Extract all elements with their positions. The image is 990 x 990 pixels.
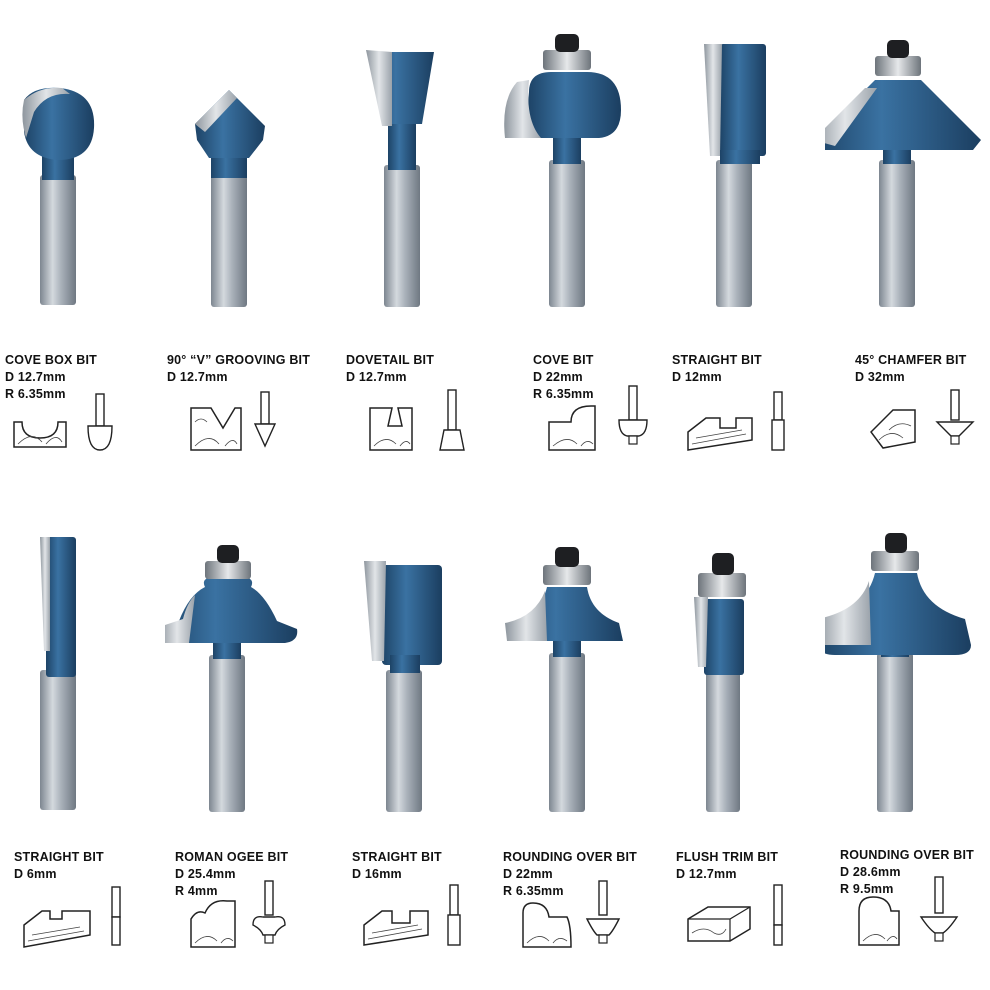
bit-label: 90° “V” GROOVING BIT D 12.7mm [167, 352, 332, 386]
cove-bit-image [504, 34, 621, 307]
bit-label: COVE BIT D 22mm R 6.35mm [533, 352, 698, 403]
flush-trim-bit-image [694, 553, 746, 812]
bit-spec: D 22mm [533, 370, 583, 384]
bit-card-straight-6: STRAIGHT BIT D 6mm [0, 495, 165, 990]
bit-title: COVE BIT [533, 353, 594, 367]
v-groove-profile-diagram [190, 391, 277, 451]
bit-label: 45° CHAMFER BIT D 32mm [855, 352, 990, 386]
bit-label: STRAIGHT BIT D 12mm [672, 352, 837, 386]
cove-box-bit-image [22, 87, 95, 305]
straight-bit-12-image [704, 44, 766, 307]
bit-label: DOVETAIL BIT D 12.7mm [346, 352, 511, 386]
straight-bit-16-image [364, 561, 442, 812]
bit-spec: D 12mm [672, 370, 722, 384]
rounding-over-28-bit-image [825, 533, 971, 812]
dovetail-bit-image [366, 50, 434, 307]
bit-label: FLUSH TRIM BIT D 12.7mm [676, 849, 841, 883]
bit-card-rounding-over-22: ROUNDING OVER BIT D 22mm R 6.35mm [495, 495, 660, 990]
bit-title: 90° “V” GROOVING BIT [167, 353, 311, 367]
bit-spec: R 6.35mm [503, 884, 564, 898]
bit-spec: D 12.7mm [346, 370, 407, 384]
bit-label: ROMAN OGEE BIT D 25.4mm R 4mm [175, 849, 340, 900]
bit-title: FLUSH TRIM BIT [676, 850, 779, 864]
bit-spec: R 6.35mm [5, 387, 66, 401]
straight-bit-6-image [40, 537, 76, 810]
cove-box-profile-diagram [13, 393, 113, 451]
rounding-over-22-bit-image [505, 547, 623, 812]
bit-spec: D 12.7mm [167, 370, 228, 384]
bit-title: 45° CHAMFER BIT [855, 353, 967, 367]
cove-profile-diagram [548, 385, 648, 451]
bit-card-v-grooving: 90° “V” GROOVING BIT D 12.7mm [165, 0, 330, 495]
bit-card-dovetail: DOVETAIL BIT D 12.7mm [330, 0, 495, 495]
bit-title: ROUNDING OVER BIT [503, 850, 637, 864]
bit-spec: D 16mm [352, 867, 402, 881]
bit-card-flush-trim: FLUSH TRIM BIT D 12.7mm [660, 495, 825, 990]
bit-title: STRAIGHT BIT [352, 850, 442, 864]
dovetail-profile-diagram [369, 389, 465, 451]
bit-spec: D 12.7mm [5, 370, 66, 384]
bit-spec: D 32mm [855, 370, 905, 384]
bit-card-straight-16: STRAIGHT BIT D 16mm [330, 495, 495, 990]
bit-title: STRAIGHT BIT [672, 353, 762, 367]
bit-card-cove: COVE BIT D 22mm R 6.35mm [495, 0, 660, 495]
rounding-over-28-profile-diagram [858, 876, 959, 946]
flush-trim-profile-diagram [687, 884, 783, 946]
chamfer-bit-image [825, 40, 981, 307]
straight-6-profile-diagram [23, 886, 121, 948]
bit-spec: D 6mm [14, 867, 57, 881]
straight-16-profile-diagram [363, 884, 461, 946]
bit-spec: D 12.7mm [676, 867, 737, 881]
bit-label: ROUNDING OVER BIT D 22mm R 6.35mm [503, 849, 668, 900]
bit-label: STRAIGHT BIT D 16mm [352, 849, 517, 883]
bit-spec: D 22mm [503, 867, 553, 881]
bit-card-chamfer: 45° CHAMFER BIT D 32mm [825, 0, 990, 495]
bit-title: ROMAN OGEE BIT [175, 850, 289, 864]
bit-card-cove-box: COVE BOX BIT D 12.7mm R 6.35mm [0, 0, 165, 495]
bit-spec: R 9.5mm [840, 882, 894, 896]
bit-label: ROUNDING OVER BIT D 28.6mm R 9.5mm [840, 847, 990, 898]
bit-card-roman-ogee: ROMAN OGEE BIT D 25.4mm R 4mm [165, 495, 330, 990]
bit-title: DOVETAIL BIT [346, 353, 435, 367]
bit-title: COVE BOX BIT [5, 353, 97, 367]
roman-ogee-bit-image [165, 545, 298, 812]
bit-title: STRAIGHT BIT [14, 850, 104, 864]
bit-label: COVE BOX BIT D 12.7mm R 6.35mm [5, 352, 170, 403]
bit-spec: D 28.6mm [840, 865, 901, 879]
chamfer-profile-diagram [870, 389, 975, 449]
v-grooving-bit-image [195, 90, 265, 307]
bit-title: ROUNDING OVER BIT [840, 848, 974, 862]
bit-card-straight-12: STRAIGHT BIT D 12mm [660, 0, 825, 495]
bit-spec: D 25.4mm [175, 867, 236, 881]
straight-12-profile-diagram [687, 391, 785, 451]
bit-spec: R 6.35mm [533, 387, 594, 401]
bit-label: STRAIGHT BIT D 6mm [14, 849, 179, 883]
bit-card-rounding-over-28: ROUNDING OVER BIT D 28.6mm R 9.5mm [825, 495, 990, 990]
rounding-over-22-profile-diagram [522, 880, 621, 948]
bit-spec: R 4mm [175, 884, 218, 898]
roman-ogee-profile-diagram [190, 880, 286, 948]
